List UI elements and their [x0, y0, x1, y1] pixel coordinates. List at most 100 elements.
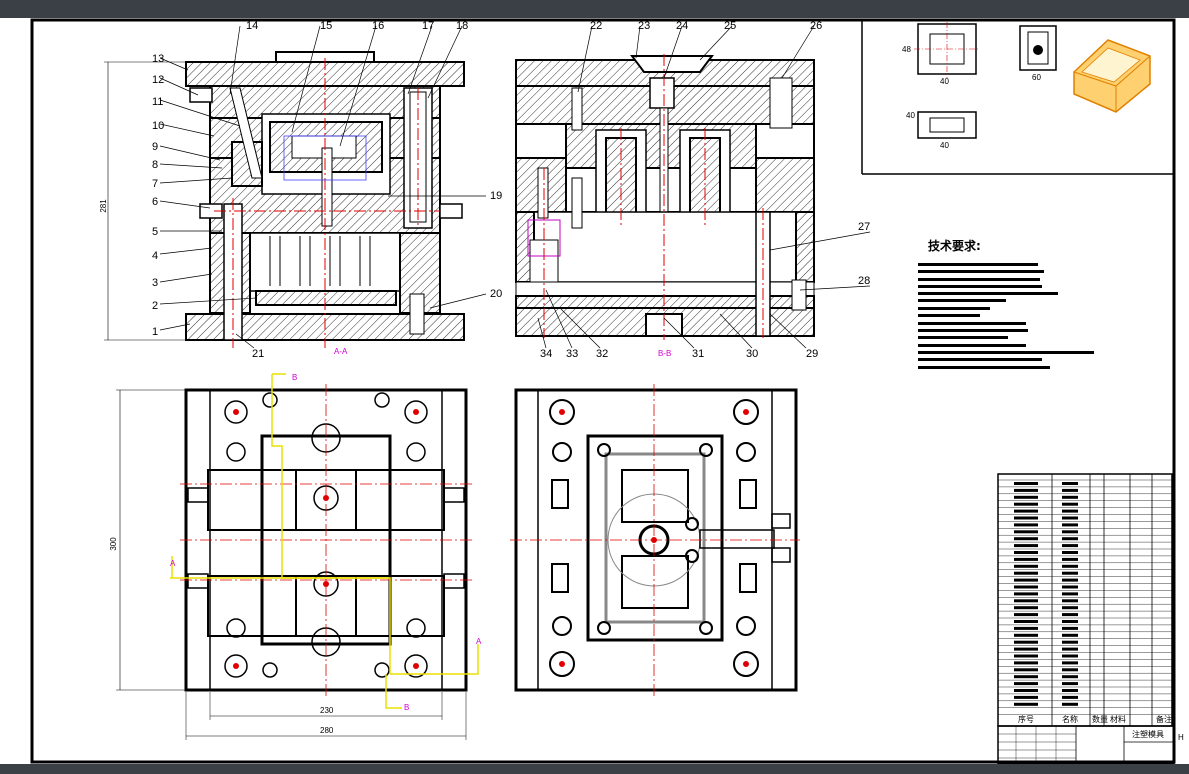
parts-list-cell-mark — [1062, 613, 1078, 617]
cut-mark-a-right: A — [476, 637, 482, 646]
parts-list-cell-mark — [1062, 620, 1078, 623]
parts-list-cell-mark — [1014, 551, 1038, 554]
parts-list-cell-mark — [1014, 682, 1038, 686]
technical-requirements: 技术要求: — [918, 238, 1094, 369]
parts-list-cell-mark — [1014, 516, 1038, 520]
part-label-29: 29 — [806, 348, 818, 360]
parts-list-cell-mark — [1062, 502, 1078, 506]
parts-list-cell-mark — [1014, 564, 1038, 568]
leader-lines-left — [159, 25, 487, 349]
part-label-5: 5 — [152, 226, 158, 238]
part-label-14: 14 — [246, 20, 258, 32]
side-section-view — [515, 54, 815, 340]
part-label-34: 34 — [540, 348, 552, 360]
parts-list-cell-mark — [1014, 495, 1038, 499]
part-label-25: 25 — [724, 20, 736, 32]
parts-list-cell-mark — [1014, 482, 1038, 485]
title-block: 注塑模具 H — [997, 725, 1184, 764]
parts-list-cell-mark — [1062, 689, 1078, 692]
parts-list-cell-mark — [1062, 599, 1078, 603]
parts-list-cell-mark — [1062, 523, 1078, 527]
title-name: 注塑模具 — [1132, 729, 1164, 739]
parts-list-cell-mark — [1014, 537, 1038, 541]
part-dim-3: 60 — [1032, 73, 1041, 82]
drawing-sheet: 281 1 2 3 4 5 6 7 8 9 10 11 12 — [0, 18, 1189, 764]
part-label-17: 17 — [422, 20, 434, 32]
parts-list-cell-mark — [1062, 661, 1078, 665]
section-label-aa: A-A — [334, 347, 348, 356]
col-header-no: 序号 — [1018, 714, 1034, 724]
parts-list-cell-mark — [1062, 557, 1078, 561]
cut-mark-a-left: A — [170, 559, 176, 568]
parts-list-cell-mark — [1062, 668, 1078, 672]
part-label-20: 20 — [490, 288, 502, 300]
parts-list-cell-mark — [1014, 592, 1038, 596]
part-label-8: 8 — [152, 159, 158, 171]
parts-list-cell-mark — [1014, 661, 1038, 665]
mold-assembly-drawing: 281 1 2 3 4 5 6 7 8 9 10 11 12 — [30, 18, 1184, 764]
parts-list-cell-mark — [1014, 668, 1038, 672]
parts-list-cell-mark — [1062, 482, 1078, 485]
part-label-27: 27 — [858, 221, 870, 233]
part-labels-front: 1 2 3 4 5 6 7 8 9 10 11 12 13 14 15 16 1… — [152, 20, 502, 360]
parts-list-cell-mark — [1014, 606, 1038, 610]
part-dim-2: 48 — [902, 45, 911, 54]
part-label-31: 31 — [692, 348, 704, 360]
part-detail-views: 40 48 60 40 40 — [861, 20, 1174, 175]
parts-list-cell-mark — [1062, 537, 1078, 541]
part-label-28: 28 — [858, 275, 870, 287]
parts-list-cell-mark — [1014, 633, 1038, 637]
part-label-18: 18 — [456, 20, 468, 32]
parts-list-cell-mark — [1014, 502, 1038, 506]
parts-list-cell-mark — [1014, 654, 1038, 658]
parts-list-cell-mark — [1062, 488, 1078, 492]
parts-list-cell-mark — [1062, 551, 1078, 554]
plan-view-moving-half: A A B B 300 230 280 — [109, 373, 482, 740]
part-label-2: 2 — [152, 300, 158, 312]
part-label-1: 1 — [152, 326, 158, 338]
col-header-material: 材料 — [1110, 714, 1126, 724]
cut-mark-b-bottom: B — [404, 703, 409, 712]
section-label-bb: B-B — [658, 349, 671, 358]
parts-list-cell-mark — [1062, 509, 1078, 513]
bottom-status-strip — [0, 764, 1189, 774]
part-label-9: 9 — [152, 141, 158, 153]
parts-list-cell-mark — [1062, 675, 1078, 679]
parts-list-cell-mark — [1062, 516, 1078, 520]
part-label-26: 26 — [810, 20, 822, 32]
tech-req-title: 技术要求: — [928, 238, 981, 253]
parts-list-cell-mark — [1062, 571, 1078, 575]
part-label-16: 16 — [372, 20, 384, 32]
part-label-19: 19 — [490, 190, 502, 202]
part-label-21: 21 — [252, 348, 264, 360]
part-label-15: 15 — [320, 20, 332, 32]
col-header-remark: 备注 — [1156, 714, 1172, 724]
cut-mark-b-top: B — [292, 373, 297, 382]
leader-lines-side — [537, 25, 871, 349]
parts-list-cell-mark — [1014, 695, 1038, 699]
part-label-11: 11 — [152, 96, 163, 108]
parts-list-cell-mark — [1014, 702, 1038, 706]
parts-list-cell-mark — [1062, 592, 1078, 596]
col-header-qty: 数量 — [1092, 714, 1108, 724]
right-edge-mark: H — [1178, 733, 1184, 742]
part-labels-side: 22 23 24 25 26 27 28 29 30 31 32 33 34 B… — [540, 20, 870, 360]
parts-list-cell-mark — [1062, 495, 1078, 499]
parts-list-cell-mark — [1014, 585, 1038, 589]
dim-width-outer: 280 — [320, 726, 334, 735]
parts-list-cell-mark — [1062, 606, 1078, 610]
part-label-23: 23 — [638, 20, 650, 32]
parts-list-cell-mark — [1014, 640, 1038, 644]
part-label-3: 3 — [152, 277, 158, 289]
part-label-6: 6 — [152, 196, 158, 208]
col-header-name: 名称 — [1062, 714, 1078, 724]
parts-list-cell-mark — [1014, 626, 1038, 630]
parts-list-cell-mark — [1062, 530, 1078, 534]
part-dim-1: 40 — [940, 77, 949, 86]
parts-list-cell-mark — [1062, 647, 1078, 651]
parts-list-cell-mark — [1014, 509, 1038, 513]
parts-list-cell-mark — [1062, 695, 1078, 699]
parts-list-cell-mark — [1062, 702, 1078, 706]
part-label-7: 7 — [152, 178, 158, 190]
parts-list-cell-mark — [1014, 557, 1038, 561]
